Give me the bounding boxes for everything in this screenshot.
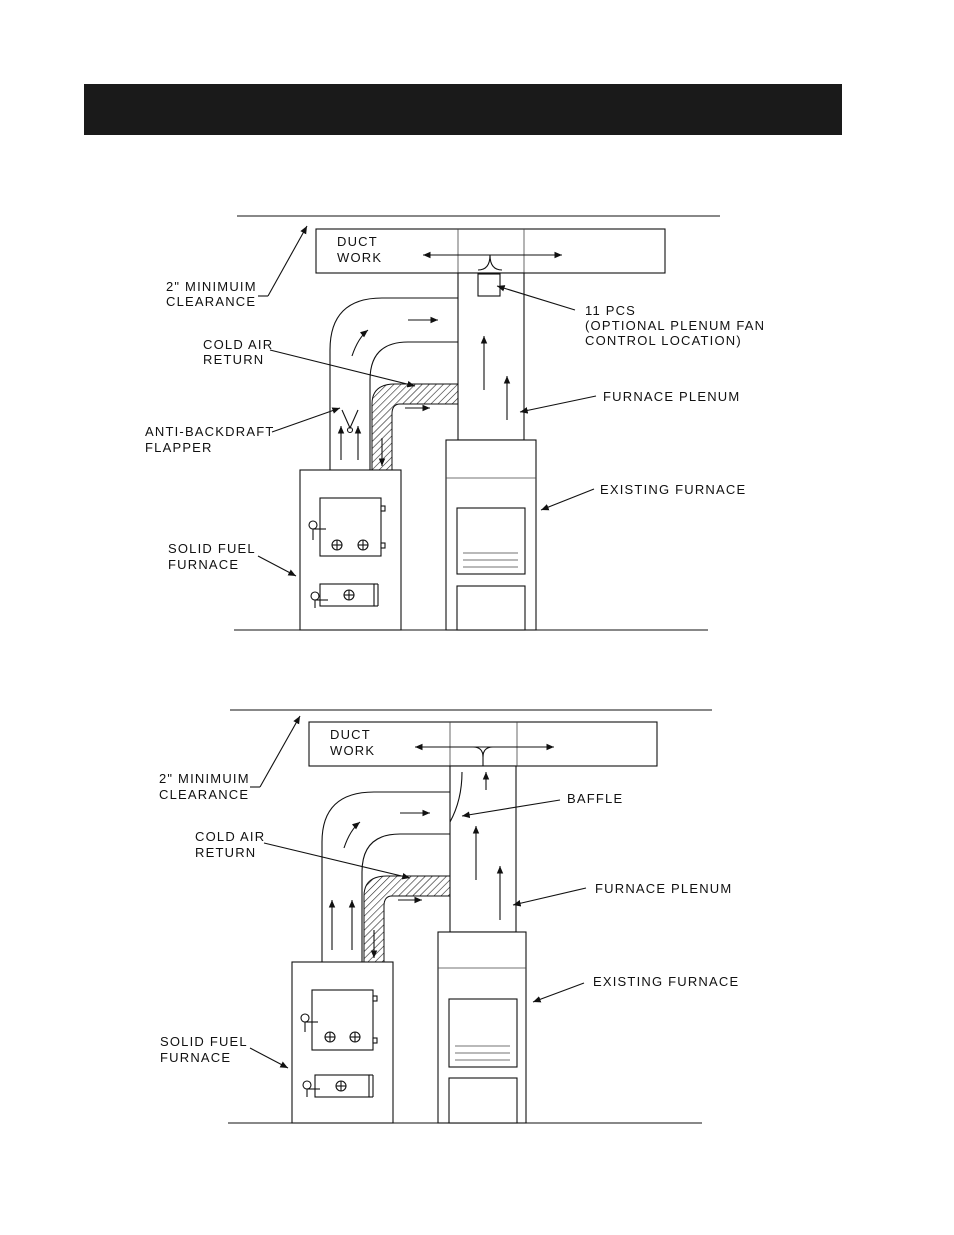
plenum-label: FURNACE PLENUM <box>595 881 732 896</box>
furnace-plenum <box>458 273 524 440</box>
cold-air-label-line2: RETURN <box>195 845 256 860</box>
solid-fuel-upper-door <box>320 498 381 556</box>
duct-label-line2: WORK <box>337 250 382 265</box>
flapper-label-line1: ANTI-BACKDRAFT <box>145 424 274 439</box>
pcs-label-line3: CONTROL LOCATION) <box>585 333 742 348</box>
pcs-label-line2: (OPTIONAL PLENUM FAN <box>585 318 765 333</box>
existing-label: EXISTING FURNACE <box>593 974 739 989</box>
plenum-label: FURNACE PLENUM <box>603 389 740 404</box>
clearance-label-line1: 2" MINIMUIM <box>166 279 257 294</box>
section-header-bar <box>84 84 842 135</box>
anti-backdraft-flapper <box>342 410 358 428</box>
insulated-supply-elbow <box>364 876 450 962</box>
furnace-plenum <box>450 766 516 932</box>
top-installation-diagram: DUCT WORK 2" MINIMUIM CLEARANCE COLD AIR… <box>0 200 954 640</box>
solid-fuel-upper-door <box>312 990 373 1050</box>
cold-air-leader <box>264 843 410 878</box>
bottom-installation-diagram: DUCT WORK 2" MINIMUIM CLEARANCE COLD AIR… <box>0 700 954 1130</box>
duct-label-line2: WORK <box>330 743 375 758</box>
solid-fuel-label-line2: FURNACE <box>160 1050 231 1065</box>
cold-air-leader <box>270 350 415 386</box>
solid-fuel-label-line2: FURNACE <box>168 557 239 572</box>
clearance-leader <box>260 716 300 787</box>
solid-fuel-label-line1: SOLID FUEL <box>160 1034 248 1049</box>
baffle-label: BAFFLE <box>567 791 623 806</box>
insulated-supply-elbow <box>372 384 458 470</box>
pcs-label-line1: 11 PCS <box>585 303 636 318</box>
existing-leader <box>533 983 584 1002</box>
flapper-label-line2: FLAPPER <box>145 440 213 455</box>
plenum-leader <box>513 888 586 905</box>
duct-label-line1: DUCT <box>330 727 371 742</box>
solid-fuel-leader <box>250 1048 288 1068</box>
clearance-label-line1: 2" MINIMUIM <box>159 771 250 786</box>
existing-label: EXISTING FURNACE <box>600 482 746 497</box>
clearance-label-line2: CLEARANCE <box>166 294 256 309</box>
pcs-control-box <box>478 274 500 296</box>
clearance-leader <box>268 226 307 296</box>
return-arrow-curve <box>352 330 368 356</box>
cold-air-label-line1: COLD AIR <box>195 829 265 844</box>
cold-air-label-line2: RETURN <box>203 352 264 367</box>
plenum-leader <box>520 396 596 412</box>
solid-fuel-leader <box>258 556 296 576</box>
existing-leader <box>541 489 594 510</box>
return-arrow-curve <box>344 822 360 848</box>
cold-air-label-line1: COLD AIR <box>203 337 273 352</box>
solid-fuel-label-line1: SOLID FUEL <box>168 541 256 556</box>
clearance-label-line2: CLEARANCE <box>159 787 249 802</box>
duct-label-line1: DUCT <box>337 234 378 249</box>
